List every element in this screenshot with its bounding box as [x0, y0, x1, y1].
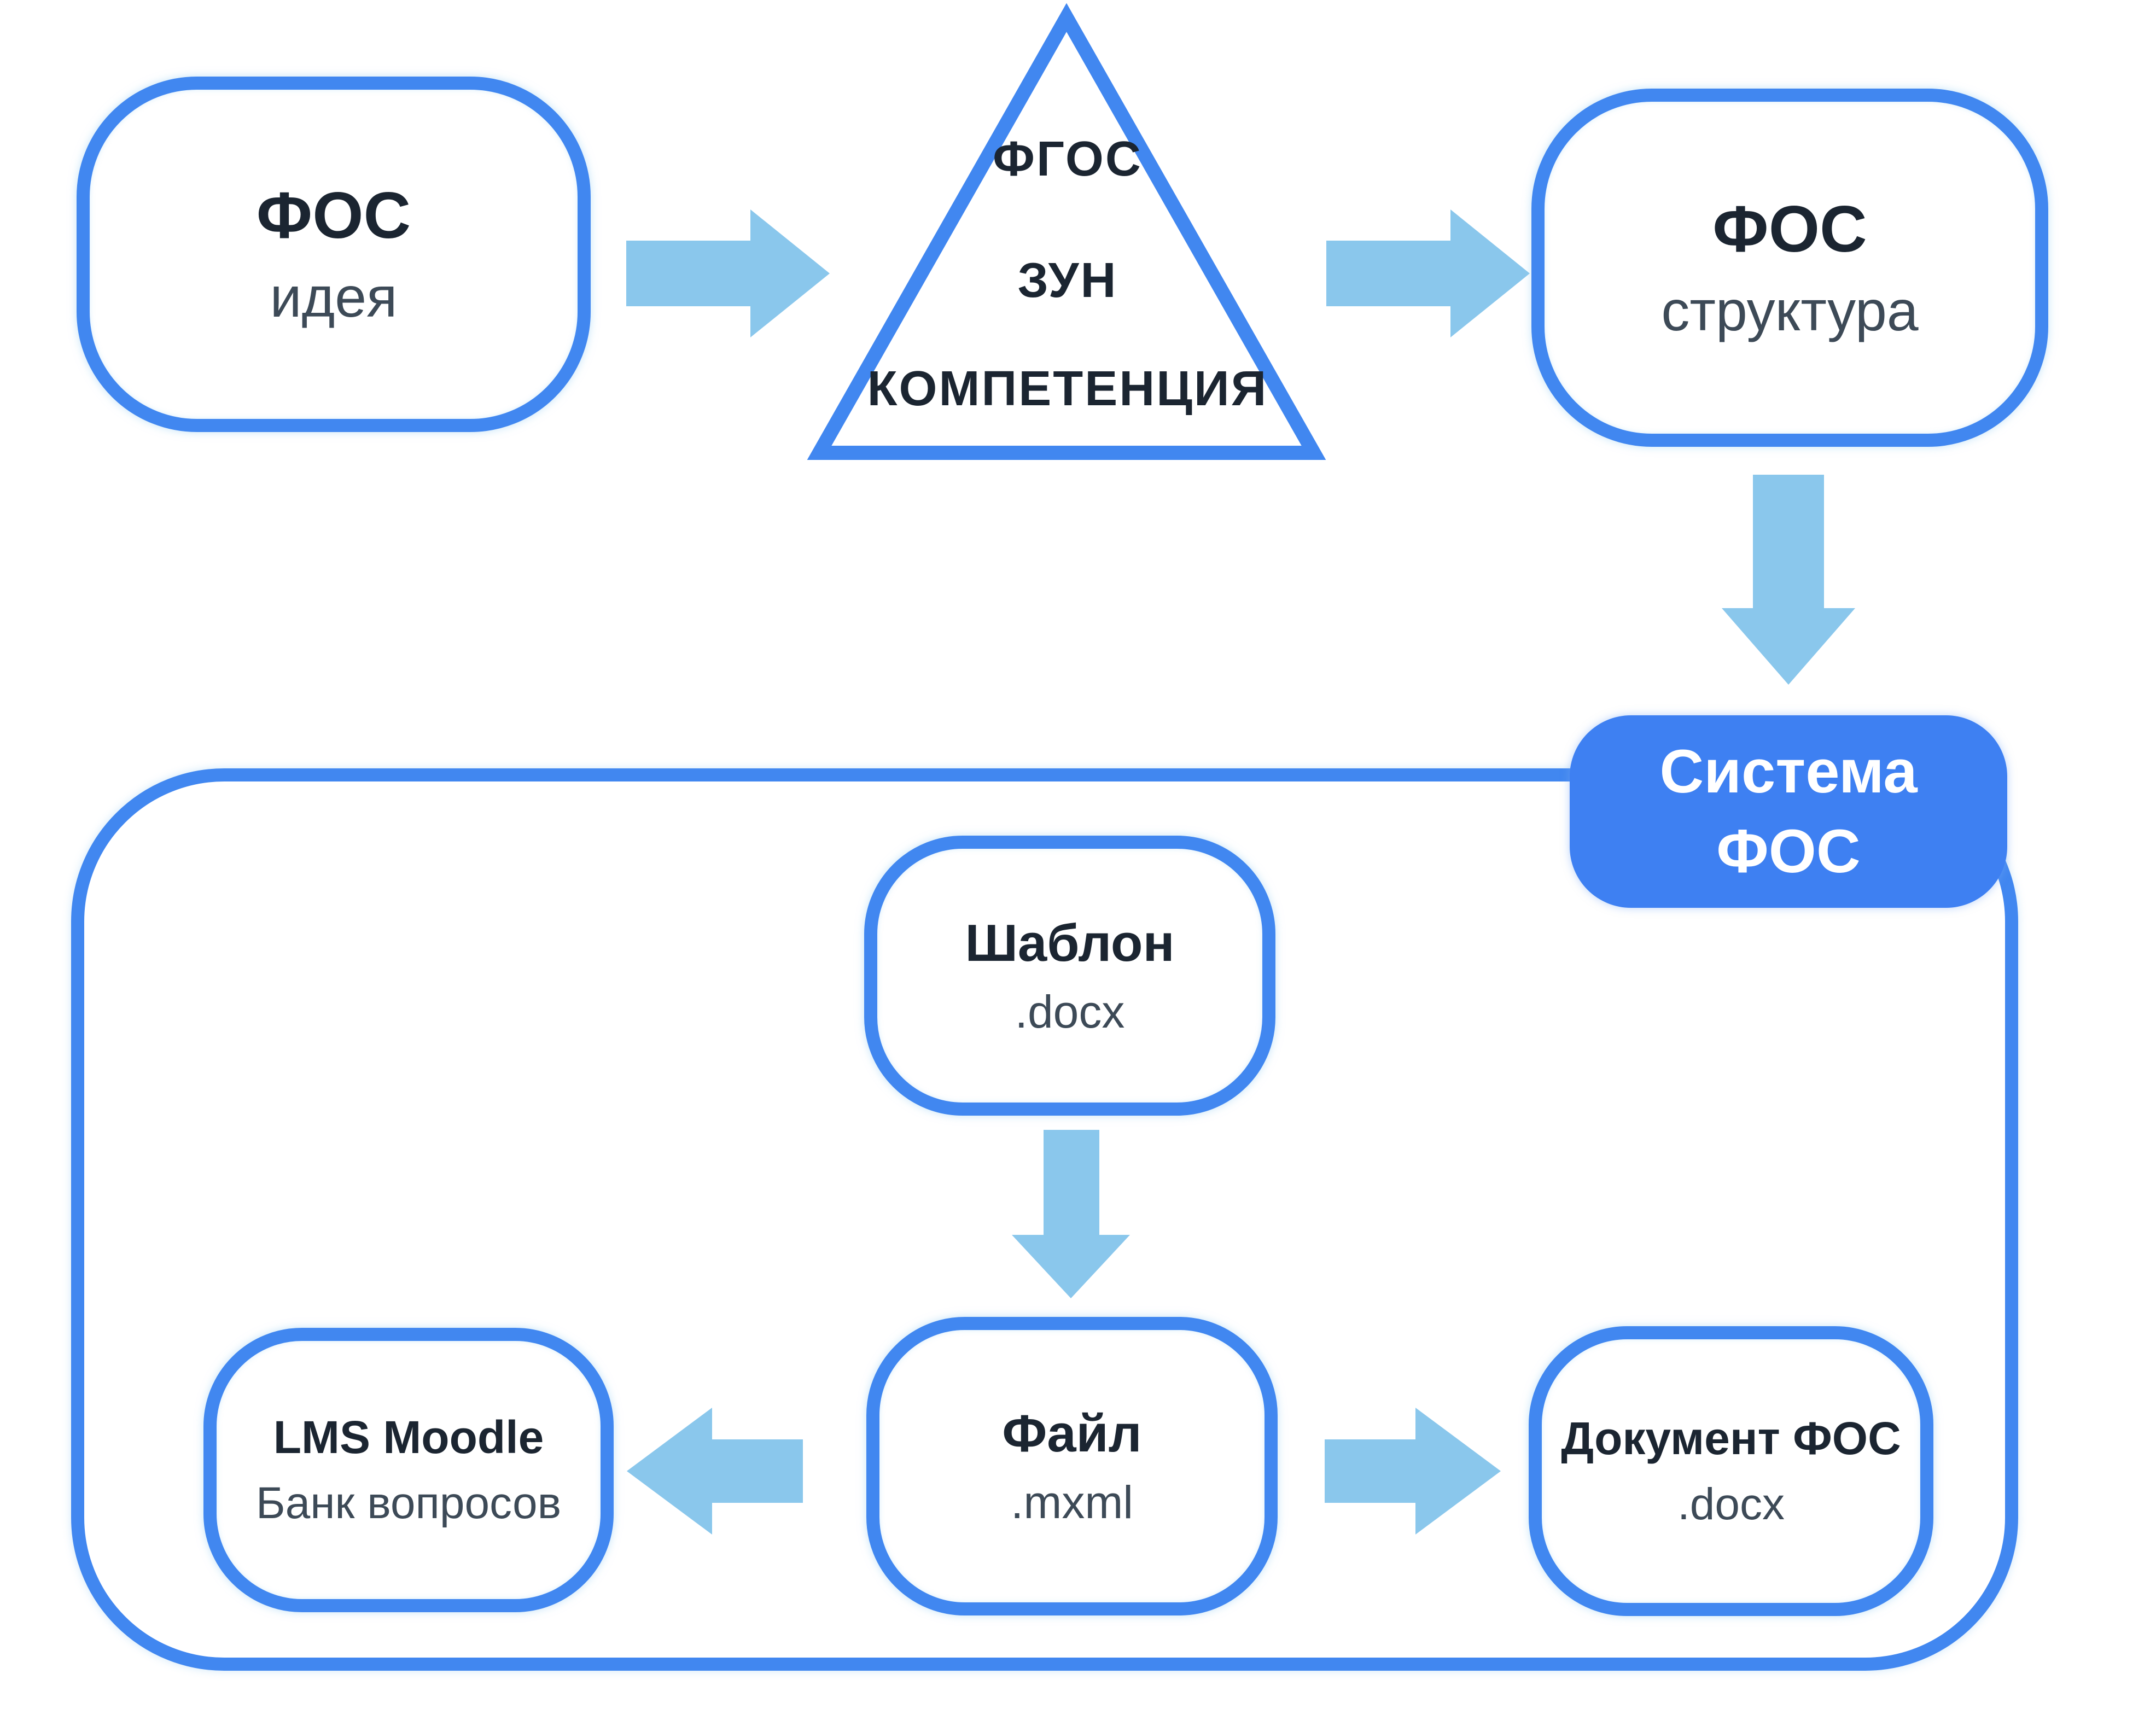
- node-file-subtitle: .mxml: [1011, 1476, 1133, 1528]
- arrow-structure-to-system-icon: [1722, 475, 1855, 685]
- node-document-subtitle: .docx: [1677, 1479, 1785, 1530]
- node-template-title: Шаблон: [965, 913, 1175, 972]
- node-fos-idea-title: ФОС: [256, 179, 411, 253]
- node-file-title: Файл: [1002, 1404, 1142, 1463]
- node-fos-structure: ФОС структура: [1531, 89, 2048, 447]
- node-fos-idea: ФОС идея: [77, 77, 591, 432]
- node-document-fos: Документ ФОС .docx: [1529, 1326, 1933, 1616]
- node-lms-moodle: LMS Moodle Банк вопросов: [203, 1328, 614, 1612]
- node-system-fos-line1: Система: [1659, 737, 1918, 806]
- node-fos-structure-subtitle: структура: [1661, 279, 1919, 343]
- node-lms-subtitle: Банк вопросов: [255, 1478, 562, 1529]
- node-file-mxml: Файл .mxml: [866, 1317, 1278, 1615]
- node-fos-idea-subtitle: идея: [270, 266, 398, 330]
- node-document-title: Документ ФОС: [1561, 1412, 1901, 1464]
- node-system-fos: Система ФОС: [1570, 715, 2007, 908]
- pyramid-level-zun: ЗУН: [1017, 253, 1118, 308]
- pyramid-level-fgos: ФГОС: [993, 132, 1143, 186]
- node-system-fos-line2: ФОС: [1716, 817, 1861, 885]
- pyramid-level-kompetencia: КОМПЕТЕНЦИЯ: [867, 361, 1268, 416]
- node-template-docx: Шаблон .docx: [864, 836, 1275, 1116]
- node-fos-structure-title: ФОС: [1712, 192, 1867, 266]
- node-template-subtitle: .docx: [1015, 985, 1125, 1037]
- node-lms-title: LMS Moodle: [273, 1411, 544, 1463]
